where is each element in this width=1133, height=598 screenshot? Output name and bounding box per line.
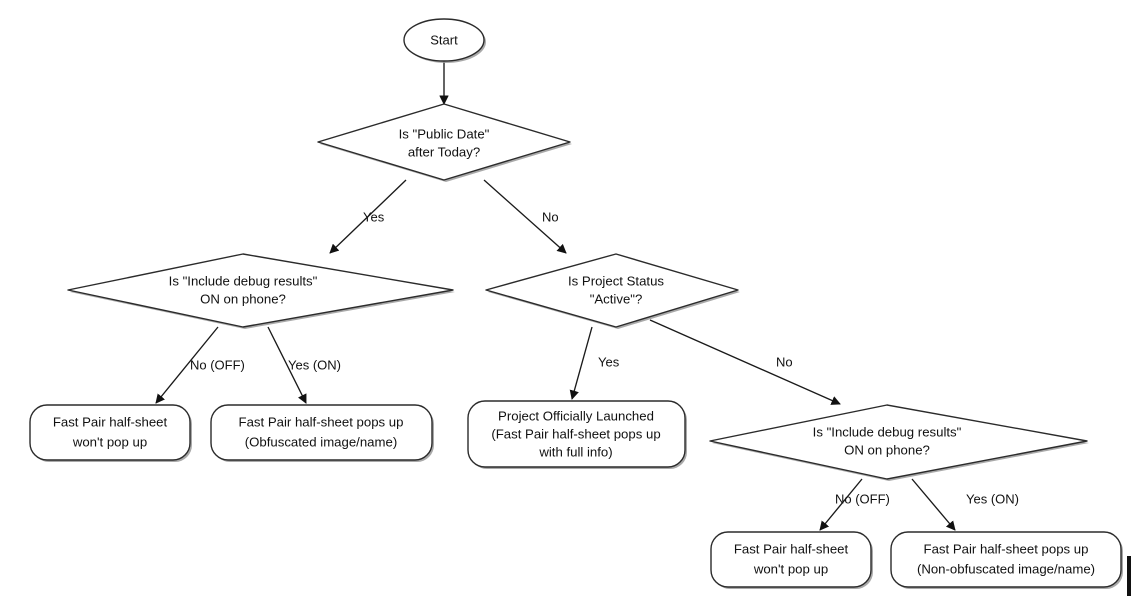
debug-left-line1: Is "Include debug results" (169, 273, 318, 288)
start-ellipse (403, 18, 485, 62)
start-label: Start (430, 32, 458, 47)
no-popup-left-box (29, 404, 191, 461)
edge-debug-right-no (819, 478, 863, 531)
edge-label-project-status-yes: Yes (598, 354, 620, 369)
no-popup-right-box (710, 531, 872, 588)
node-public-date-decision[interactable]: Is "Public Date" after Today? (317, 103, 572, 182)
edge-label-debug-left-yes: Yes (ON) (288, 357, 341, 372)
officially-launched-line2: (Fast Pair half-sheet pops up (491, 426, 660, 441)
node-officially-launched[interactable]: Project Officially Launched (Fast Pair h… (467, 400, 687, 469)
obfuscated-popup-line1: Fast Pair half-sheet pops up (239, 414, 404, 429)
edge-label-public-date-no: No (542, 209, 559, 224)
edge-debug-right-yes (911, 478, 956, 531)
node-include-debug-right-decision[interactable]: Is "Include debug results" ON on phone? (709, 404, 1089, 481)
no-popup-right-line1: Fast Pair half-sheet (734, 541, 849, 556)
project-status-diamond (485, 253, 739, 328)
node-non-obfuscated-popup[interactable]: Fast Pair half-sheet pops up (Non-obfusc… (890, 531, 1123, 589)
node-no-popup-right[interactable]: Fast Pair half-sheet won't pop up (710, 531, 873, 589)
project-status-line1: Is Project Status (568, 273, 664, 288)
node-include-debug-left-decision[interactable]: Is "Include debug results" ON on phone? (67, 253, 455, 329)
edge-public-date-no (483, 179, 567, 254)
public-date-line1: Is "Public Date" (399, 126, 490, 141)
non-obfuscated-popup-line1: Fast Pair half-sheet pops up (924, 541, 1089, 556)
edge-label-project-status-no: No (776, 354, 793, 369)
edge-public-date-yes (329, 179, 407, 254)
no-popup-left-line2: won't pop up (72, 434, 147, 449)
officially-launched-line3: with full info) (538, 444, 612, 459)
edge-label-debug-right-no: No (OFF) (835, 491, 890, 506)
edge-project-status-no (649, 319, 841, 405)
node-obfuscated-popup[interactable]: Fast Pair half-sheet pops up (Obfuscated… (210, 404, 434, 462)
edge-label-debug-left-no: No (OFF) (190, 357, 245, 372)
debug-left-diamond (67, 253, 454, 328)
scan-artifact-mark (1127, 556, 1131, 596)
edge-labels-layer: Yes No No (OFF) Yes (ON) Yes No No (OFF)… (190, 209, 1019, 506)
debug-right-line2: ON on phone? (844, 442, 930, 457)
obfuscated-popup-line2: (Obfuscated image/name) (245, 434, 397, 449)
non-obfuscated-popup-line2: (Non-obfuscated image/name) (917, 561, 1095, 576)
debug-left-line2: ON on phone? (200, 291, 286, 306)
officially-launched-box (467, 400, 686, 468)
node-project-status-decision[interactable]: Is Project Status "Active"? (485, 253, 740, 329)
edge-debug-left-no (155, 326, 219, 404)
node-no-popup-left[interactable]: Fast Pair half-sheet won't pop up (29, 404, 192, 462)
no-popup-right-line2: won't pop up (753, 561, 828, 576)
edge-project-status-yes (569, 326, 593, 400)
obfuscated-popup-box (210, 404, 433, 461)
node-start[interactable]: Start (403, 18, 486, 63)
project-status-line2: "Active"? (590, 291, 643, 306)
officially-launched-line1: Project Officially Launched (498, 408, 654, 423)
edge-label-public-date-yes: Yes (363, 209, 385, 224)
edge-label-debug-right-yes: Yes (ON) (966, 491, 1019, 506)
edges-layer (155, 61, 956, 531)
no-popup-left-line1: Fast Pair half-sheet (53, 414, 168, 429)
edge-debug-left-yes (267, 326, 307, 404)
public-date-diamond (317, 103, 571, 181)
non-obfuscated-popup-box (890, 531, 1122, 588)
debug-right-line1: Is "Include debug results" (813, 424, 962, 439)
debug-right-diamond (709, 404, 1088, 480)
public-date-line2: after Today? (408, 144, 480, 159)
